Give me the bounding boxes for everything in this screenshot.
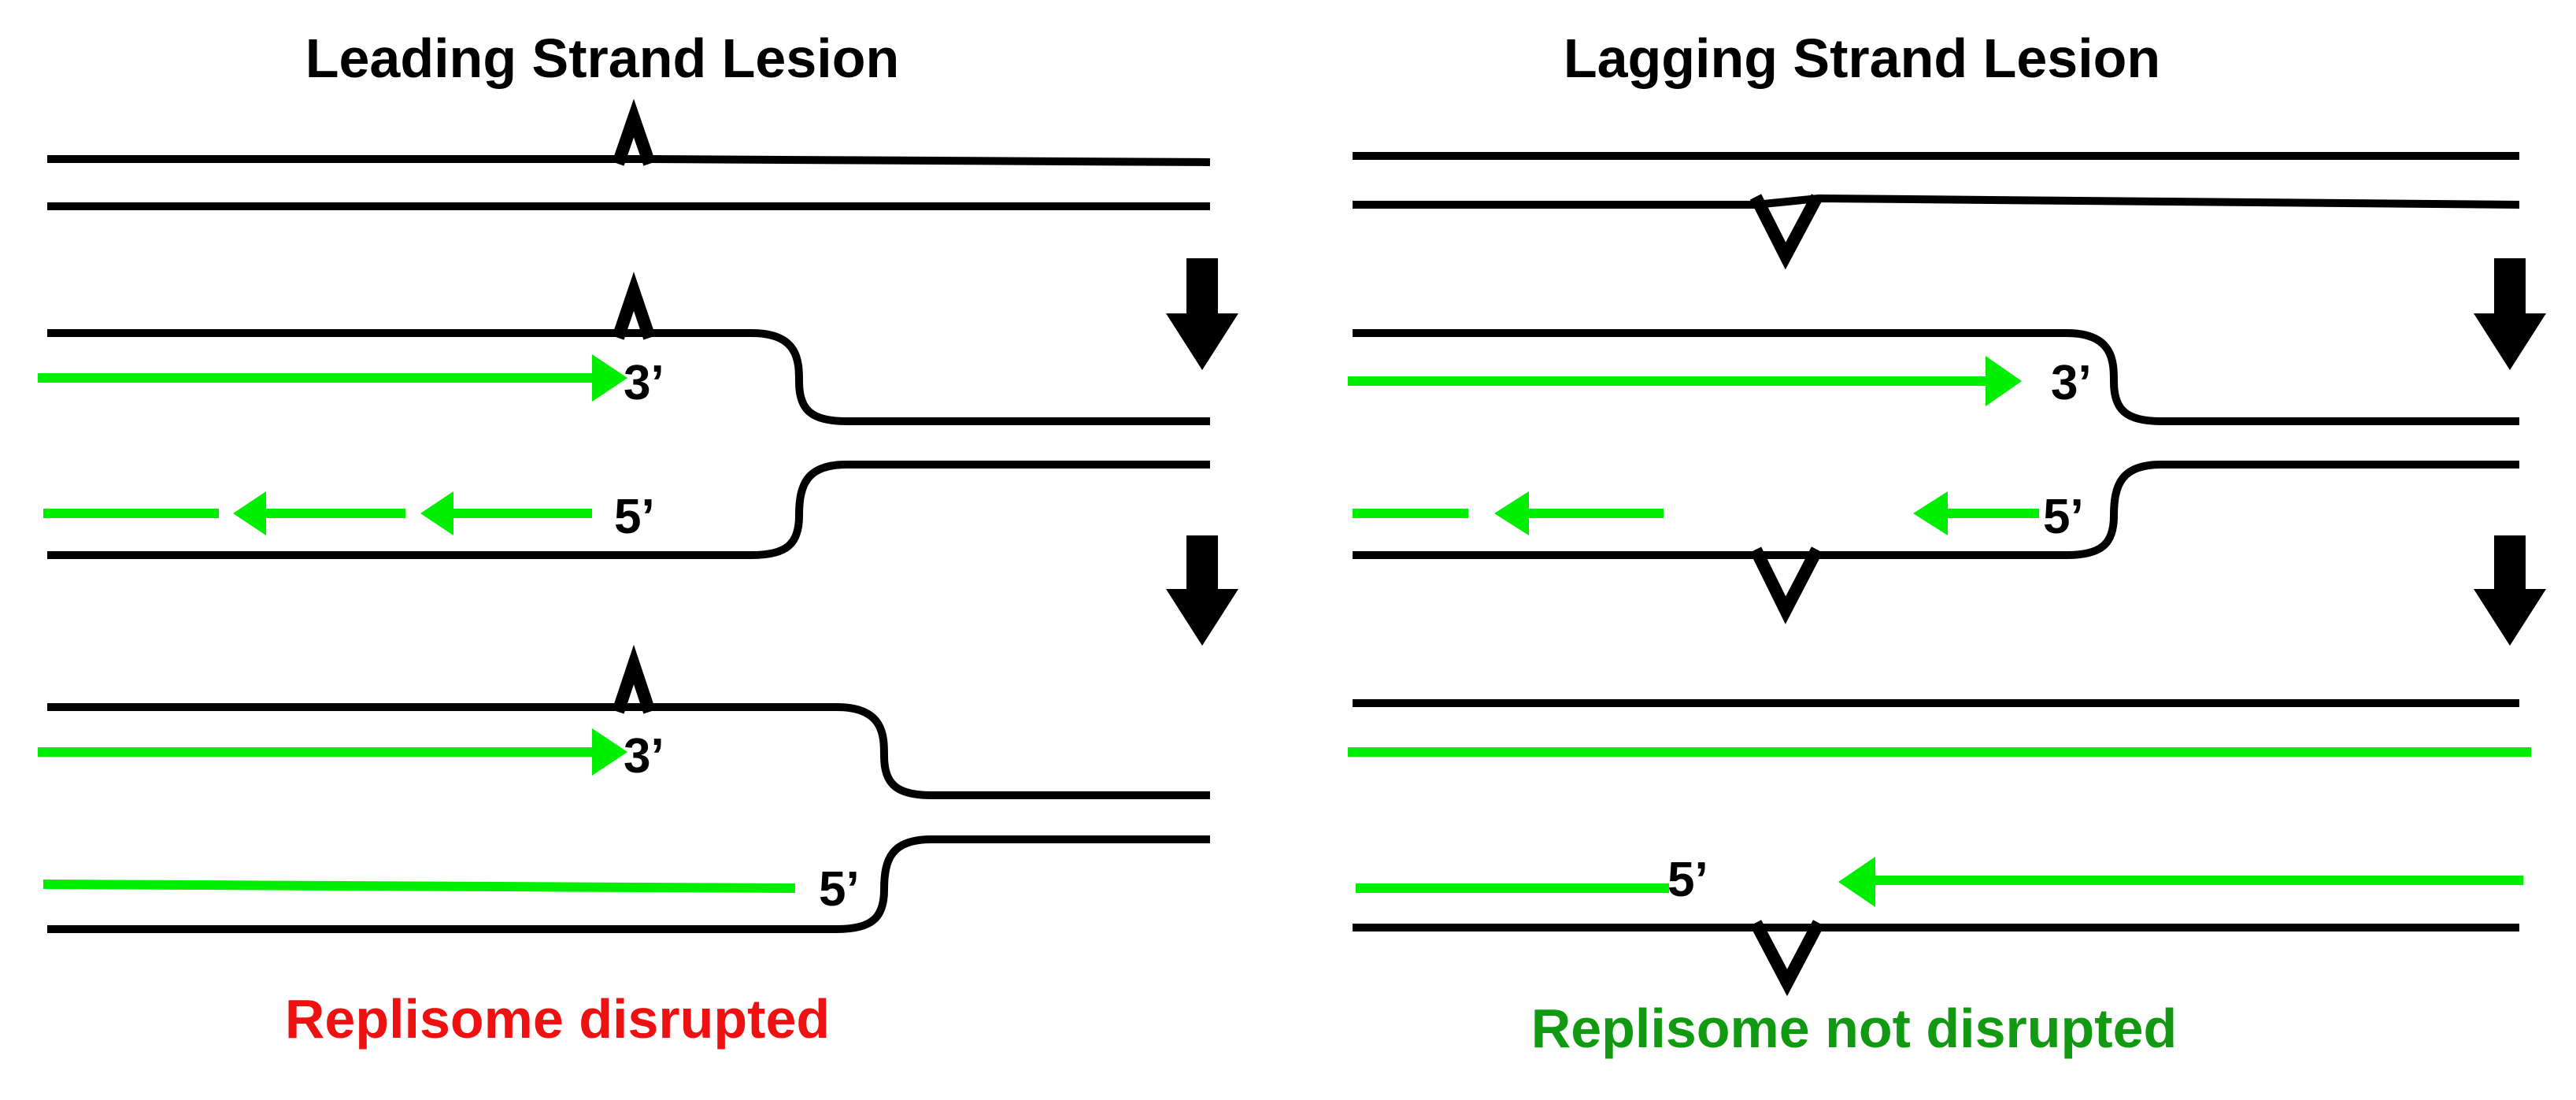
- leading-stage-2: 3’ 5’: [38, 272, 1210, 559]
- leading-strand-panel: Leading Strand Lesion 3’: [38, 28, 1211, 1050]
- lagging-stage-1: [1353, 152, 2520, 270]
- leading-s2-leading-nascent: [38, 354, 627, 402]
- leading-s3-lesion-icon: [612, 644, 656, 714]
- lagging-step-arrow-1-icon: [2474, 258, 2546, 370]
- leading-s3-3prime-label: 3’: [624, 729, 664, 783]
- leading-s2-lagging-fragment-3: [420, 491, 592, 535]
- leading-s3-top-strand: [47, 703, 1210, 799]
- lagging-s2-lesion-icon: [1749, 546, 1823, 624]
- lagging-s2-lagging-fragment-3: [1913, 491, 2039, 535]
- lagging-outcome-text: Replisome not disrupted: [1531, 998, 2178, 1059]
- leading-stage-1: [47, 98, 1211, 210]
- leading-stage-3: 3’ 5’: [38, 644, 1210, 933]
- lagging-s2-top-strand: [1353, 329, 2519, 425]
- leading-s2-lesion-icon: [612, 272, 656, 340]
- lagging-s2-5prime-label: 5’: [2043, 490, 2084, 544]
- lagging-s1-bottom-strand: [1353, 194, 2520, 209]
- leading-s2-top-strand: [47, 329, 1210, 425]
- lagging-s2-bottom-strand: [1353, 461, 2519, 559]
- leading-s3-leading-nascent: [38, 728, 627, 776]
- leading-s2-bottom-strand: [47, 461, 1210, 559]
- leading-outcome-text: Replisome disrupted: [285, 988, 830, 1050]
- leading-s3-bottom-strand: [47, 835, 1210, 933]
- leading-s1-top-strand: [47, 155, 1211, 166]
- lagging-s3-lesion-icon: [1749, 920, 1825, 997]
- lagging-s3-5prime-label: 5’: [1667, 853, 1708, 907]
- leading-s3-5prime-label: 5’: [819, 862, 860, 917]
- leading-step-arrow-1-icon: [1166, 258, 1238, 370]
- lagging-strand-panel: Lagging Strand Lesion 3’: [1348, 28, 2531, 1059]
- lagging-stage-3: 5’: [1348, 699, 2531, 997]
- leading-s2-5prime-label: 5’: [614, 490, 655, 544]
- leading-step-arrow-2-icon: [1166, 535, 1238, 646]
- lagging-stage-2: 3’ 5’: [1348, 329, 2519, 624]
- leading-s1-lesion-icon: [612, 98, 656, 166]
- lagging-s2-3prime-label: 3’: [2051, 356, 2092, 410]
- leading-s2-lagging-fragment-2: [233, 491, 405, 535]
- leading-s3-lagging-nascent: [43, 880, 796, 893]
- lagging-panel-title: Lagging Strand Lesion: [1564, 28, 2160, 89]
- leading-s2-3prime-label: 3’: [624, 356, 664, 410]
- lagging-step-arrow-2-icon: [2474, 535, 2546, 646]
- leading-panel-title: Leading Strand Lesion: [305, 28, 900, 89]
- lagging-s2-leading-nascent: [1348, 356, 2022, 406]
- lagging-s2-lagging-fragment-2: [1494, 491, 1664, 535]
- lagging-s1-lesion-icon: [1749, 194, 1823, 270]
- lagging-s3-lagging-nascent-right: [1838, 857, 2523, 907]
